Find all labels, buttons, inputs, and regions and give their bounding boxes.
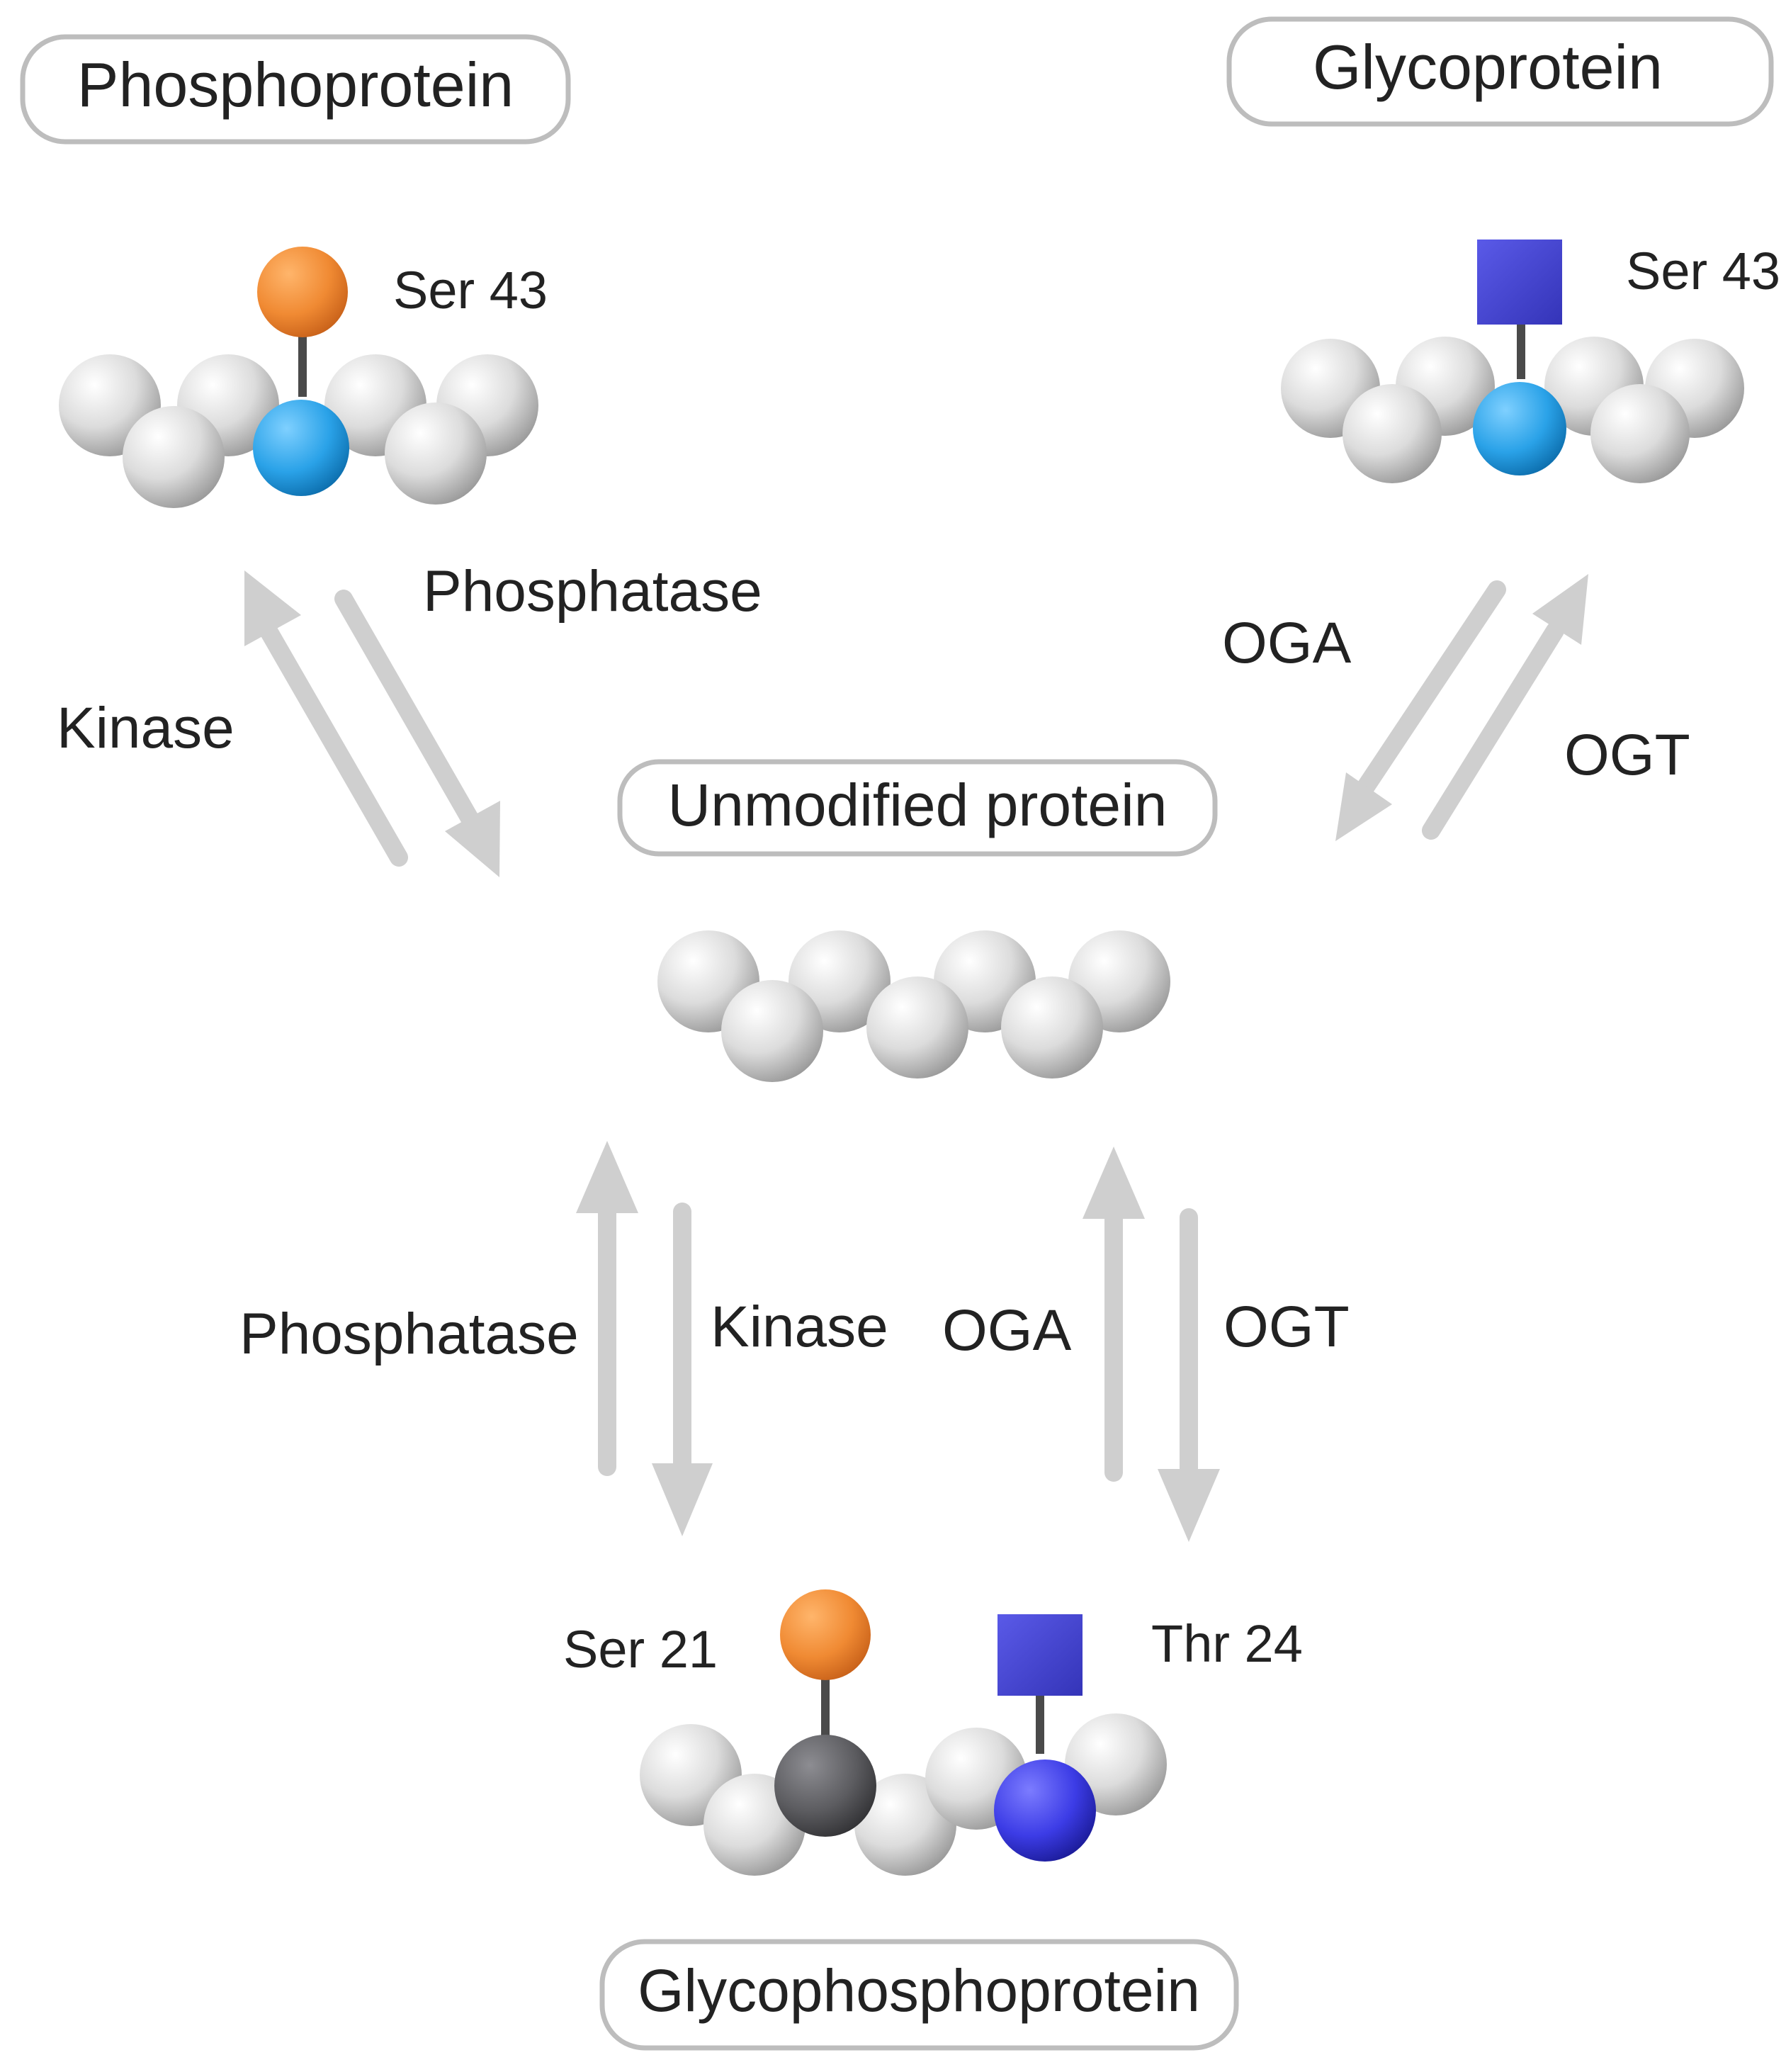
phosphatase-arrow-to-unmodified-bottom <box>576 1141 638 1476</box>
oga-label-bottom: OGA <box>942 1298 1072 1363</box>
ogt-label-bottom: OGT <box>1223 1295 1350 1359</box>
glycoprotein-label-box: Glycoprotein <box>1226 16 1774 127</box>
kinase-label-top: Kinase <box>57 696 234 760</box>
phosphoprotein-molecule: Ser 43 <box>59 247 548 508</box>
phosphoprotein-label-box: Phosphoprotein <box>20 34 571 145</box>
oga-label-top: OGA <box>1222 611 1352 675</box>
phosphatase-label-bottom: Phosphatase <box>239 1302 579 1366</box>
oga-arrow-to-unmodified-bottom <box>1083 1147 1145 1482</box>
residue-bead <box>123 406 225 508</box>
unmodified-protein-label-box: Unmodified protein <box>617 759 1218 857</box>
residue-bead <box>1001 976 1103 1079</box>
phosphate-icon <box>257 247 348 337</box>
glycophosphoprotein-molecule: Ser 21 Thr 24 <box>563 1589 1303 1876</box>
kinase-label-bottom: Kinase <box>711 1295 888 1359</box>
modified-serine-bead <box>253 400 349 496</box>
phosphoprotein-site-label: Ser 43 <box>393 261 548 320</box>
glyco-site-label: Thr 24 <box>1151 1614 1303 1673</box>
phospho-serine-bead <box>774 1735 876 1837</box>
kinase-arrow-to-phosphoprotein <box>244 570 408 867</box>
reaction-arrows <box>244 570 1588 1542</box>
residue-bead <box>1343 384 1442 483</box>
enzyme-labels: Kinase Phosphatase OGA OGT Phosphatase K… <box>57 559 1690 1366</box>
phosphate-icon <box>780 1589 871 1680</box>
ogt-arrow-to-glycophosphoprotein <box>1158 1208 1220 1542</box>
kinase-arrow-to-glycophosphoprotein <box>652 1203 713 1536</box>
oga-arrow-to-unmodified <box>1335 580 1506 841</box>
glycoprotein-title: Glycoprotein <box>1313 32 1663 102</box>
phosphatase-label-top: Phosphatase <box>423 559 762 624</box>
phospho-site-label: Ser 21 <box>563 1620 718 1679</box>
ogt-arrow-to-glycoprotein <box>1422 574 1588 840</box>
phosphoprotein-title: Phosphoprotein <box>77 50 514 120</box>
glyco-threonine-bead <box>994 1759 1096 1862</box>
residue-bead <box>866 976 968 1079</box>
ogt-label-top: OGT <box>1564 723 1690 787</box>
glcnac-icon <box>1477 240 1562 325</box>
unmodified-protein-title: Unmodified protein <box>667 772 1167 838</box>
glcnac-icon <box>997 1614 1083 1696</box>
residue-bead <box>721 980 823 1082</box>
glycoprotein-molecule: Ser 43 <box>1281 240 1780 483</box>
modified-serine-bead <box>1473 382 1566 475</box>
residue-bead <box>1590 384 1690 483</box>
unmodified-protein-molecule <box>657 930 1170 1082</box>
residue-bead <box>385 402 487 505</box>
phosphatase-arrow-to-unmodified <box>334 590 500 877</box>
glycophosphoprotein-title: Glycophosphoprotein <box>638 1957 1200 2024</box>
glycophosphoprotein-label-box: Glycophosphoprotein <box>599 1939 1239 2051</box>
glycoprotein-site-label: Ser 43 <box>1626 242 1780 300</box>
